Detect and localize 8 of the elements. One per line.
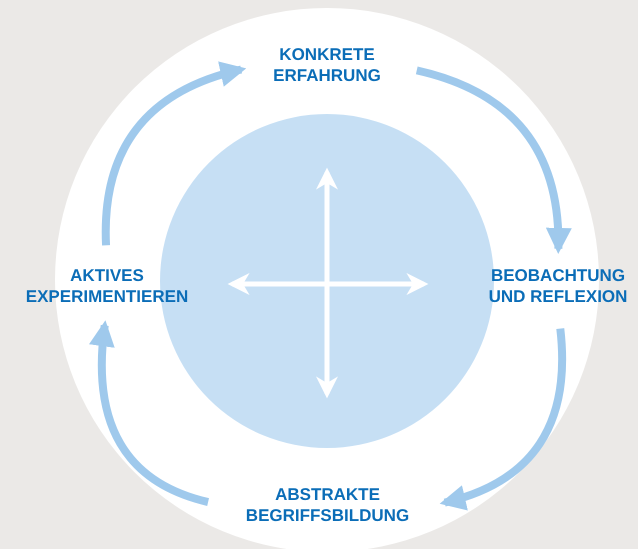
curved-arrow bbox=[440, 328, 566, 510]
curved-arrow bbox=[416, 66, 571, 254]
stage-label: AKTIVES EXPERIMENTIEREN bbox=[4, 265, 210, 309]
curved-arrow bbox=[102, 62, 246, 246]
stage-label: KONKRETE ERFAHRUNG bbox=[257, 44, 397, 88]
stage-label: ABSTRAKTE BEGRIFFSBILDUNG bbox=[225, 484, 430, 528]
stage-label: BEOBACHTUNG UND REFLEXION bbox=[478, 265, 638, 309]
curved-arrow bbox=[90, 320, 210, 506]
